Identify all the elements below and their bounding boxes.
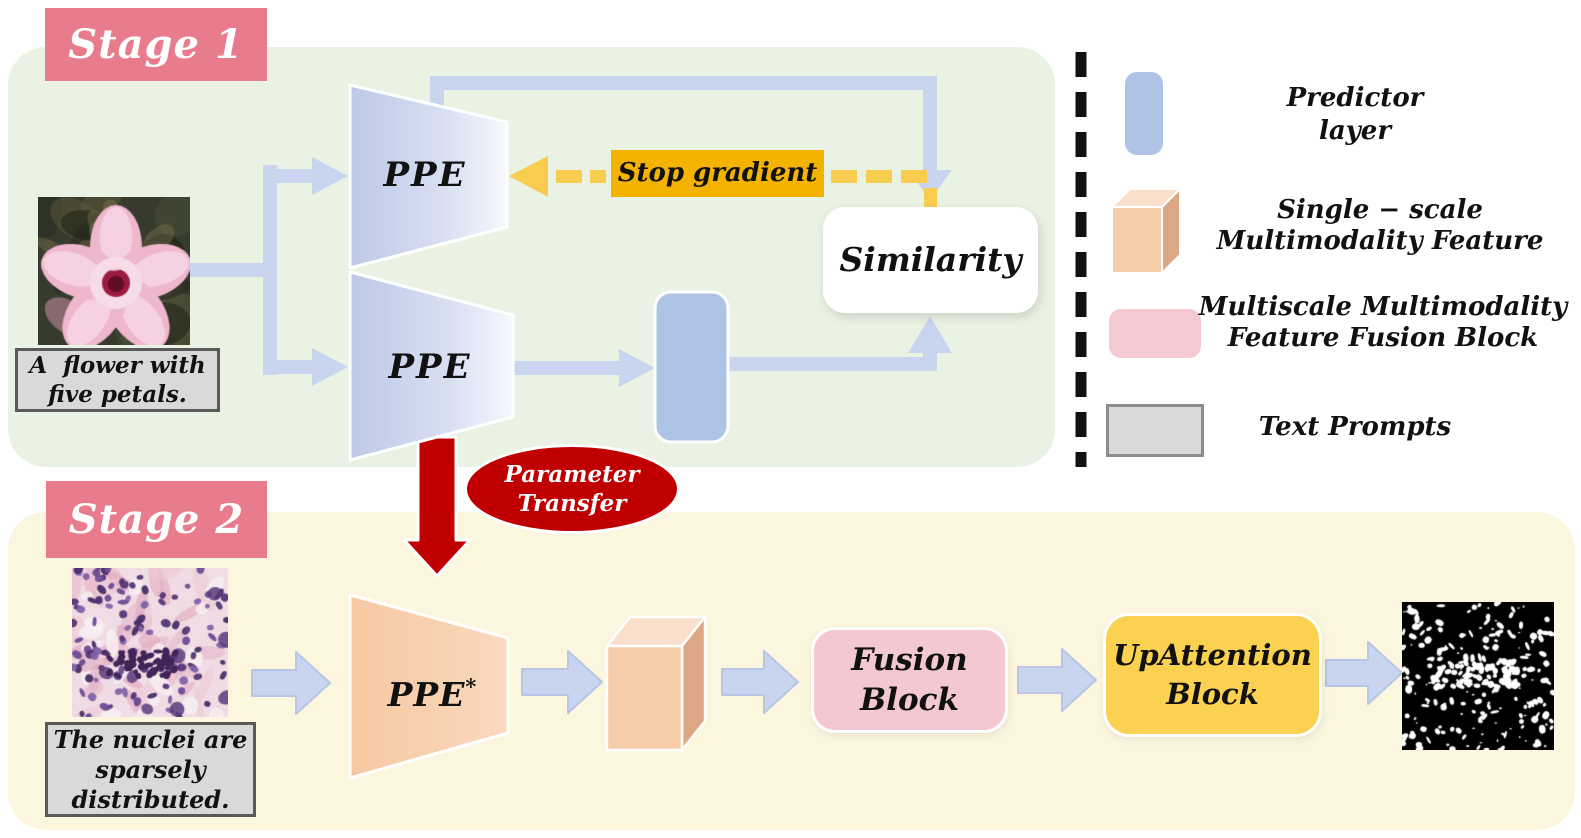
histology-image (72, 568, 228, 717)
input-split-line (263, 165, 277, 375)
parameter-transfer-line1: Parameter (504, 461, 640, 488)
fusion-block: Fusion Block (811, 627, 1008, 733)
legend-predictor-line2: layer (1318, 116, 1392, 146)
dash-segment (831, 170, 857, 183)
cube-front-face (605, 644, 684, 752)
single-scale-feature-cube (605, 615, 707, 752)
ppe-star-encoder-shape (348, 593, 510, 780)
legend-text-prompts-icon (1106, 404, 1204, 457)
stage2-label: Stage 2 (46, 481, 267, 558)
legend-text-prompts-line: Text Prompts (1258, 412, 1452, 442)
stage2-label-text: Stage 2 (68, 496, 245, 543)
ppe-star-label-sup: * (465, 674, 478, 699)
ppe-encoder-top-shape (348, 83, 509, 270)
upattention-block-line2: Block (1166, 677, 1259, 711)
upattention-block-line1: UpAttention (1113, 638, 1312, 672)
legend-text-prompts-label: Text Prompts (1240, 412, 1470, 443)
legend-single-line1: Single − scale (1277, 195, 1483, 225)
legend-fusion-icon (1109, 309, 1201, 358)
parameter-transfer-arrow-icon (402, 435, 472, 578)
arrow-to-ppe-bottom-icon (263, 348, 348, 386)
predictor-to-similarity-line (728, 357, 937, 371)
feedback-loop-right-drop (923, 76, 937, 172)
stage1-caption-line2: five petals. (48, 381, 187, 408)
stage2-caption-line3: distributed. (71, 784, 230, 814)
legend-cube-front-face (1111, 206, 1163, 274)
stage2-text-prompt: The nuclei are sparsely distributed. (45, 722, 256, 817)
legend-single-line2: Multimodality Feature (1216, 226, 1544, 256)
arrow-ppe-to-feature-icon (521, 650, 603, 714)
similarity-box: Similarity (823, 207, 1038, 313)
stop-gradient-text: Stop gradient (617, 158, 818, 188)
legend-multiscale-line2: Feature Fusion Block (1227, 323, 1539, 353)
stage1-label-text: Stage 1 (68, 21, 244, 68)
dash-segment (866, 170, 892, 183)
legend-multiscale-line1: Multiscale Multimodality (1198, 292, 1568, 322)
legend-predictor-line1: Predictor (1286, 83, 1424, 113)
parameter-transfer-line2: Transfer (517, 490, 627, 517)
upattention-block: UpAttention Block (1103, 613, 1322, 737)
dash-segment (590, 170, 606, 183)
stage1-text-prompt: A flower with five petals. (15, 348, 220, 412)
dash-segment (556, 170, 582, 183)
arrow-fusion-to-upattention-icon (1017, 648, 1097, 712)
arrow-into-similarity-bottom-icon (908, 316, 952, 353)
fusion-block-line1: Fusion (851, 642, 968, 678)
stop-gradient-dashes (509, 156, 937, 210)
nuclei-mask-output-image (1402, 602, 1554, 750)
stage1-label: Stage 1 (45, 8, 267, 81)
arrow-to-ppe-top-icon (263, 157, 348, 195)
legend-predictor-icon (1125, 72, 1163, 155)
dash-segment-vertical (924, 188, 937, 210)
stage1-connectors (190, 76, 952, 387)
predictor-to-similarity-riser (923, 351, 937, 371)
ppe-star-label: PPE* (375, 662, 490, 714)
stop-gradient-box: Stop gradient (611, 150, 824, 197)
fusion-block-line2: Block (859, 682, 959, 718)
parameter-transfer-ellipse: Parameter Transfer (464, 444, 680, 534)
legend-single-scale-label: Single − scale Multimodality Feature (1180, 195, 1580, 257)
arrow-upattention-to-output-icon (1325, 641, 1403, 705)
image-input-line (190, 263, 270, 277)
stage2-caption-line1: The nuclei are (53, 724, 248, 754)
legend-multiscale-label: Multiscale Multimodality Feature Fusion … (1185, 292, 1581, 354)
arrow-feature-to-fusion-icon (721, 650, 799, 714)
ppe-top-label: PPE (383, 155, 467, 195)
feedback-loop-top-line (430, 76, 937, 90)
stage2-arrows (251, 641, 1403, 715)
legend-cube-icon (1111, 188, 1181, 274)
stage2-caption-line2: sparsely (95, 754, 206, 784)
similarity-text: Similarity (839, 240, 1022, 279)
ppe-encoder-bottom-shape (348, 270, 515, 462)
arrow-ppe-to-predictor-icon (513, 349, 655, 387)
dashed-arrowhead-left-icon (509, 156, 548, 197)
legend-predictor-label: Predictor layer (1240, 82, 1470, 148)
flower-image (38, 197, 190, 345)
stage1-caption-line1: A flower with (29, 352, 206, 379)
predictor-layer-block (653, 290, 730, 444)
ppe-star-label-main: PPE (387, 675, 466, 714)
arrow-image-to-ppe-icon (251, 651, 331, 715)
dash-segment (901, 170, 927, 183)
ppe-bottom-label: PPE (388, 347, 472, 387)
